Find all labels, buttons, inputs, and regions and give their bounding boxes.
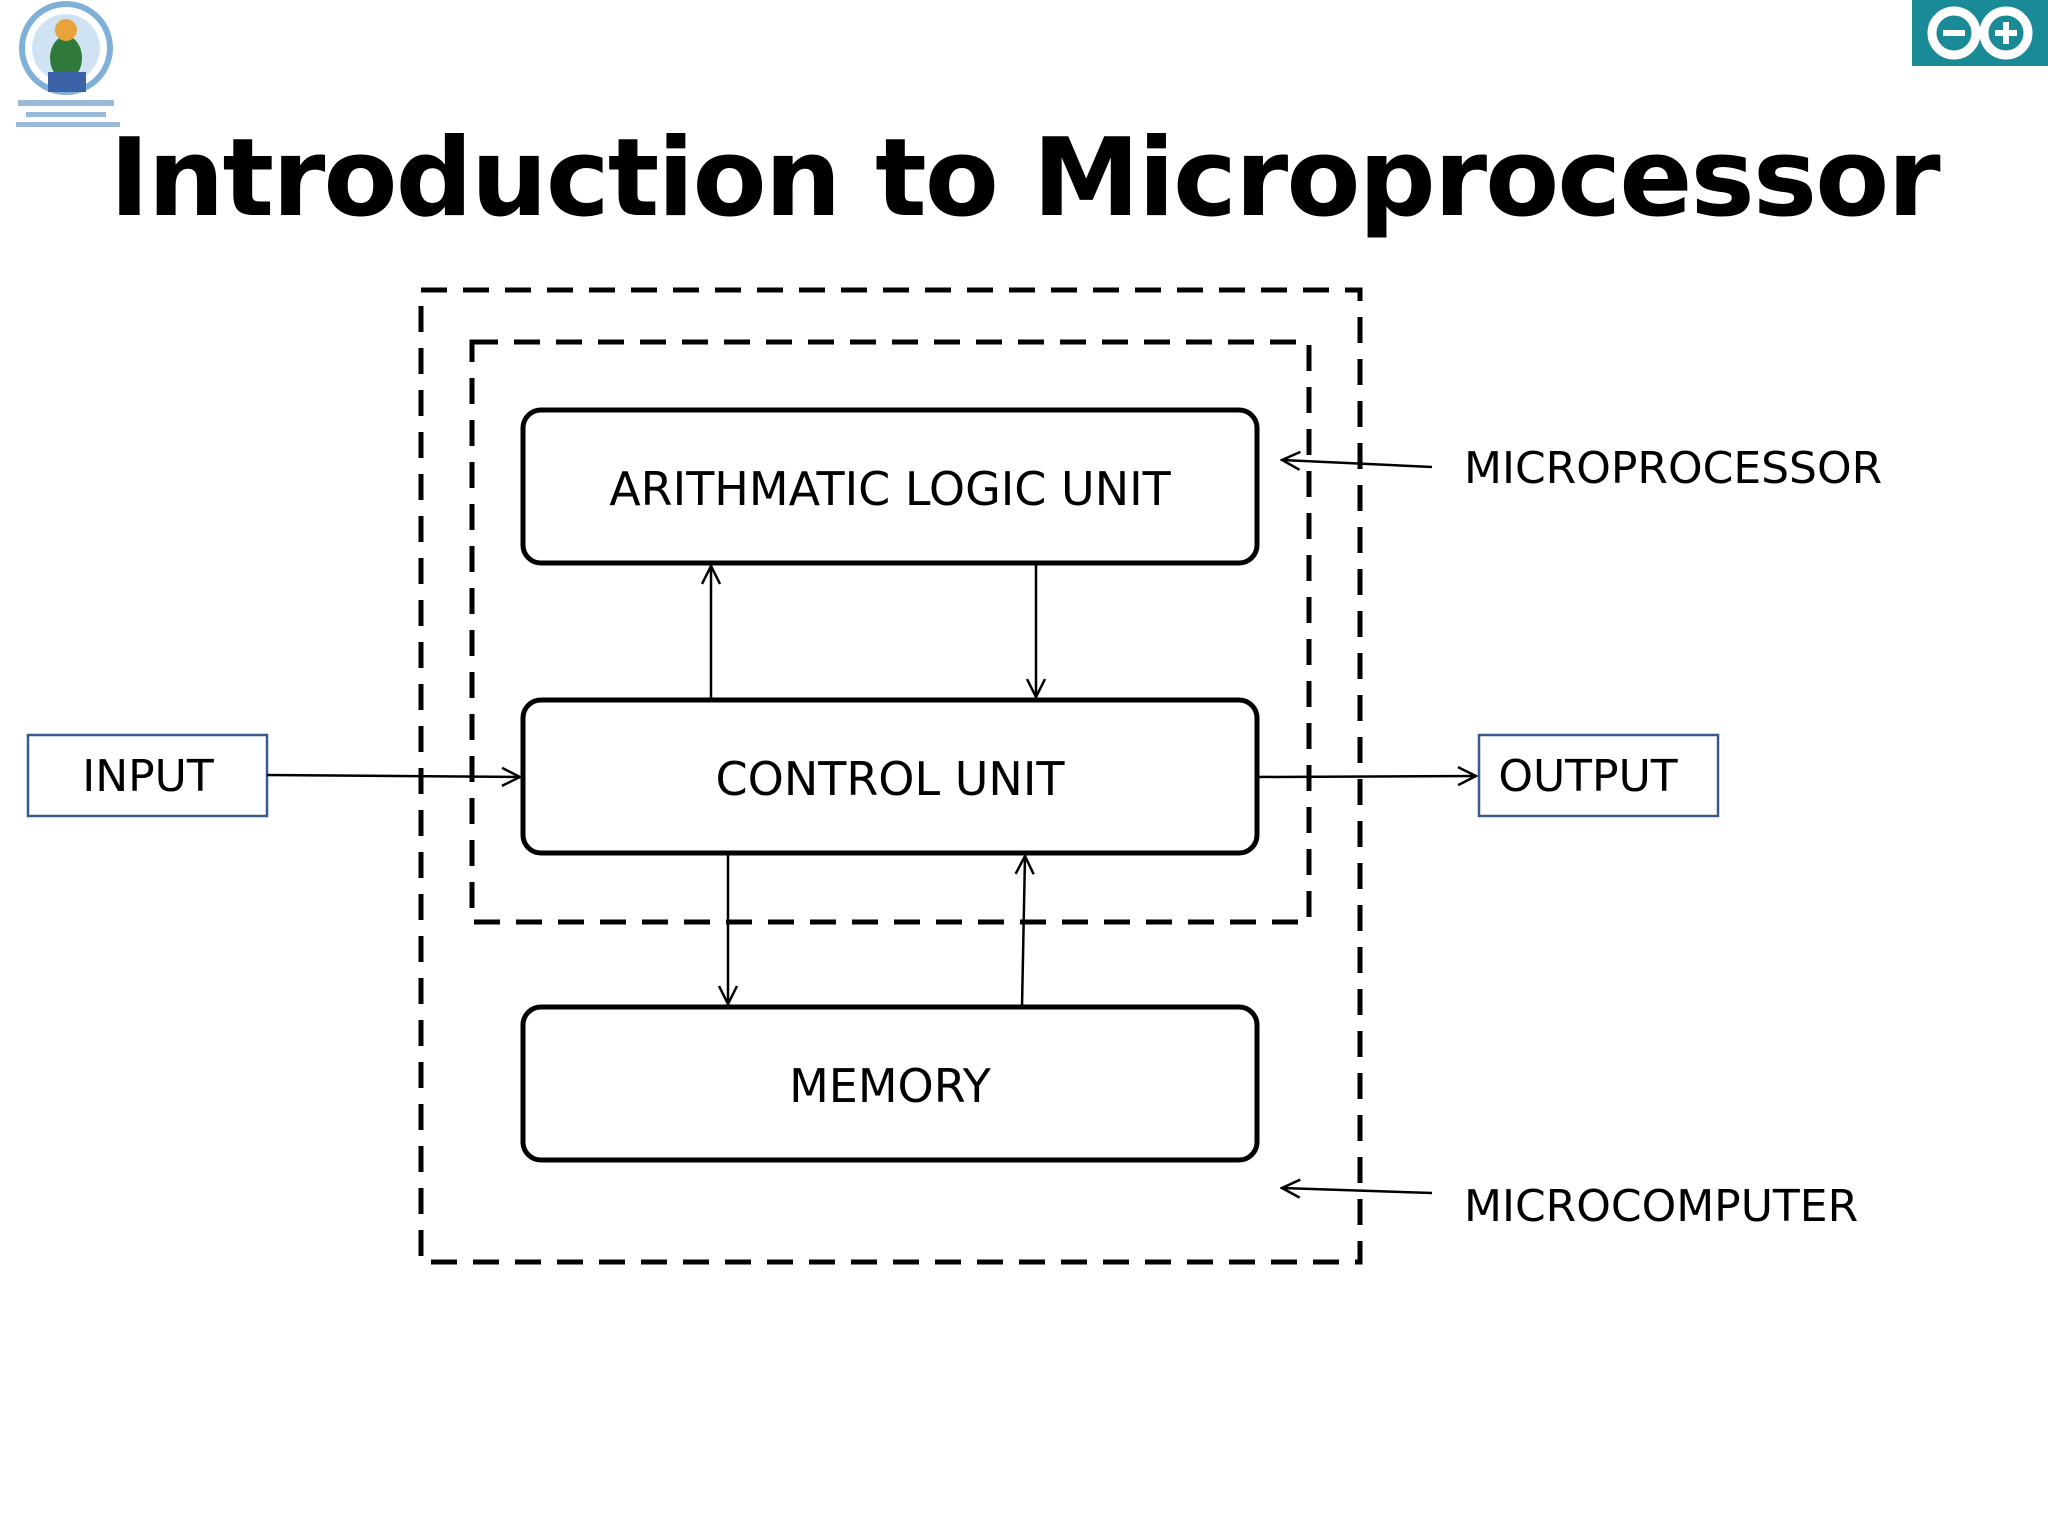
output-box: OUTPUT xyxy=(1477,733,1720,818)
output-label: OUTPUT xyxy=(1498,751,1677,802)
arrow-input-to-control xyxy=(266,775,520,777)
control-unit-block: CONTROL UNIT xyxy=(520,697,1260,856)
microprocessor-boundary xyxy=(469,339,1312,925)
alu-label: ARITHMATIC LOGIC UNIT xyxy=(609,462,1171,516)
microcomputer-annotation: MICROCOMPUTER xyxy=(1464,1181,1858,1232)
memory-label: MEMORY xyxy=(789,1059,992,1113)
input-box: INPUT xyxy=(26,733,269,818)
memory-block: MEMORY xyxy=(520,1004,1260,1163)
pointer-microprocessor xyxy=(1282,460,1433,467)
slide-title: Introduction to Microprocessor xyxy=(109,116,1940,241)
control-unit-label: CONTROL UNIT xyxy=(716,752,1066,806)
arrow-control-to-output xyxy=(1256,776,1476,777)
arduino-logo-icon xyxy=(1912,0,2048,66)
arrow-memory-to-control xyxy=(1022,856,1025,1008)
input-label: INPUT xyxy=(82,751,214,802)
alu-block: ARITHMATIC LOGIC UNIT xyxy=(520,407,1260,566)
pointer-microcomputer xyxy=(1282,1188,1433,1193)
microprocessor-annotation: MICROPROCESSOR xyxy=(1464,443,1882,494)
institute-logo-icon xyxy=(16,1,120,127)
